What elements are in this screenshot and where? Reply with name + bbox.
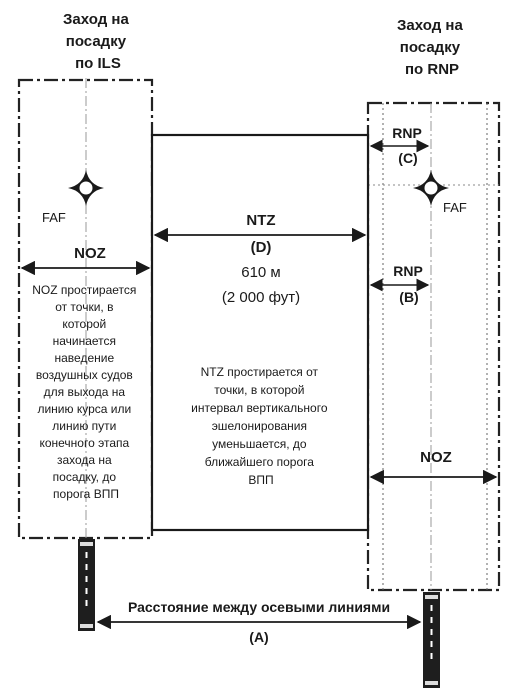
- rnp-runway: [423, 592, 440, 688]
- ils-approach-title: Заход на посадку по ILS: [63, 11, 133, 72]
- ils-runway: [78, 539, 95, 631]
- centerline-distance-label: Расстояние между осевыми линиями: [128, 599, 390, 615]
- ntz-code-label: (D): [251, 239, 272, 256]
- rnp-noz-boundary: [366, 101, 501, 592]
- ntz-width-meters: 610 м: [241, 264, 281, 281]
- ntz-label: NTZ: [246, 212, 275, 229]
- rnp-c-code: (C): [398, 150, 417, 166]
- ntz-width-feet: (2 000 фут): [222, 289, 300, 306]
- faf-rnp-icon: [413, 170, 449, 206]
- rnp-b-code: (B): [399, 289, 418, 305]
- faf-ils-icon: [68, 170, 104, 206]
- rnp-noz-label: NOZ: [420, 449, 452, 466]
- faf-rnp-label: FAF: [443, 200, 467, 215]
- ntz-description: NTZ простирается от точки, в которой инт…: [191, 365, 331, 487]
- faf-ils-label: FAF: [42, 210, 66, 225]
- rnp-c-label: RNP: [392, 125, 422, 141]
- ntz-zone: [150, 133, 370, 532]
- rnp-b-label: RNP: [393, 263, 423, 279]
- rnp-approach-title: Заход на посадку по RNP: [397, 17, 467, 78]
- noz-description: NOZ простирается от точки, в которой нач…: [32, 283, 140, 501]
- centerline-distance-code: (A): [249, 629, 268, 645]
- ils-noz-label: NOZ: [74, 245, 106, 262]
